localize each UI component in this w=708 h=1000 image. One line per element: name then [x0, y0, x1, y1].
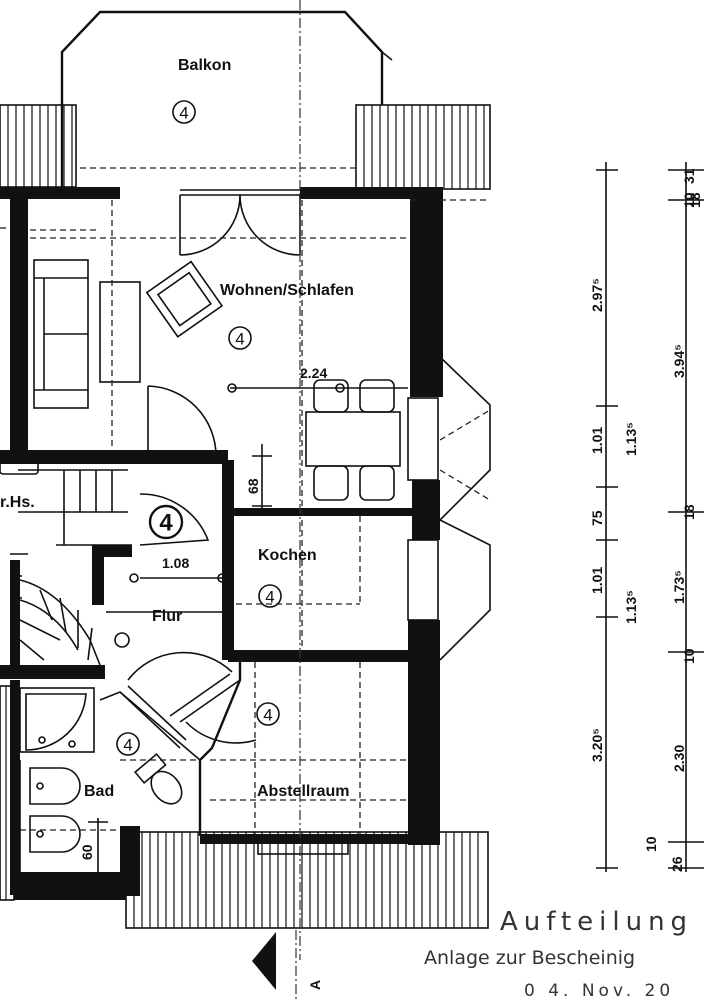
dim-col3-0: 31: [681, 168, 697, 184]
svg-text:4: 4: [159, 510, 173, 537]
dimension-lines: [88, 162, 704, 872]
bathroom-fixtures: [19, 687, 201, 872]
balcony-door: [179, 189, 301, 256]
room-marker-abstellraum: 4: [256, 702, 280, 726]
room-marker-kochen: 4: [258, 584, 282, 608]
dim-col2-4: 2.30: [671, 745, 687, 772]
staircase: [0, 459, 222, 666]
dim-flur-108: 1.08: [162, 555, 189, 571]
section-arrow: [252, 930, 297, 1000]
room-label-bad: Bad: [84, 783, 114, 800]
dim-col2-3: 1.73⁵: [671, 570, 687, 604]
dim-col3-1: 10: [681, 192, 697, 208]
dining-table: [305, 379, 401, 501]
dim-bad-60: 60: [79, 844, 95, 860]
dim-col2-0: 3.94⁵: [671, 344, 687, 378]
room-label-abstellraum: Abstellraum: [257, 783, 349, 800]
dim-table-width: 2.24: [300, 365, 327, 381]
room-label-flur: Flur: [152, 608, 182, 625]
dim-col3-4: 18: [687, 192, 703, 208]
section-marker-label: A: [307, 980, 323, 990]
svg-text:4: 4: [235, 330, 244, 349]
dashed-lines: [0, 0, 490, 960]
svg-text:4: 4: [179, 104, 188, 123]
balcony: [60, 10, 393, 188]
svg-text:4: 4: [265, 588, 274, 607]
svg-text:4: 4: [123, 736, 132, 755]
room-label-treppenhaus: r.Hs.: [0, 494, 35, 511]
dim-col1-3: 1.01: [589, 567, 605, 594]
roof-hatch-top-left: [0, 104, 77, 188]
dim-col2-5: 26: [669, 856, 685, 872]
dim-col1-1: 1.01: [589, 427, 605, 454]
dim-col3-2: 18: [681, 504, 697, 520]
dim-col2-2: 1.13⁵: [623, 590, 639, 624]
room-marker-balkon: 4: [172, 100, 196, 124]
dim-col1-4: 3.20⁵: [589, 728, 605, 762]
room-label-balkon: Balkon: [178, 57, 231, 74]
dim-col3-3: 10: [681, 648, 697, 664]
footer-subtitle: Anlage zur Bescheinig: [424, 947, 635, 969]
room-marker-bad: 4: [116, 732, 140, 756]
footer-date: 0 4. Nov. 20: [524, 981, 674, 1000]
dim-col2-1: 1.13⁵: [623, 422, 639, 456]
armchair: [145, 260, 224, 338]
room-label-kochen: Kochen: [258, 547, 317, 564]
room-marker-wohnen: 4: [228, 326, 252, 350]
dim-col1-5: 10: [643, 836, 659, 852]
flur-doors: [119, 493, 257, 749]
room-label-wohnen-schlafen: Wohnen/Schlafen: [220, 282, 354, 299]
room-marker-flur: 4: [148, 504, 184, 540]
roof-hatch-bottom: [125, 831, 489, 929]
dim-col1-2: 75: [589, 510, 605, 526]
dim-col1-0: 2.97⁵: [589, 278, 605, 312]
roof-hatch-top-right: [355, 104, 491, 190]
footer-title: Aufteilung: [500, 907, 693, 937]
living-door: [147, 385, 217, 457]
sofa: [33, 259, 141, 409]
abstellraum-outline: [198, 662, 349, 855]
walls: [0, 187, 443, 900]
dormer-windows: [407, 356, 491, 661]
svg-text:4: 4: [263, 706, 272, 725]
dim-68: 68: [245, 478, 261, 494]
